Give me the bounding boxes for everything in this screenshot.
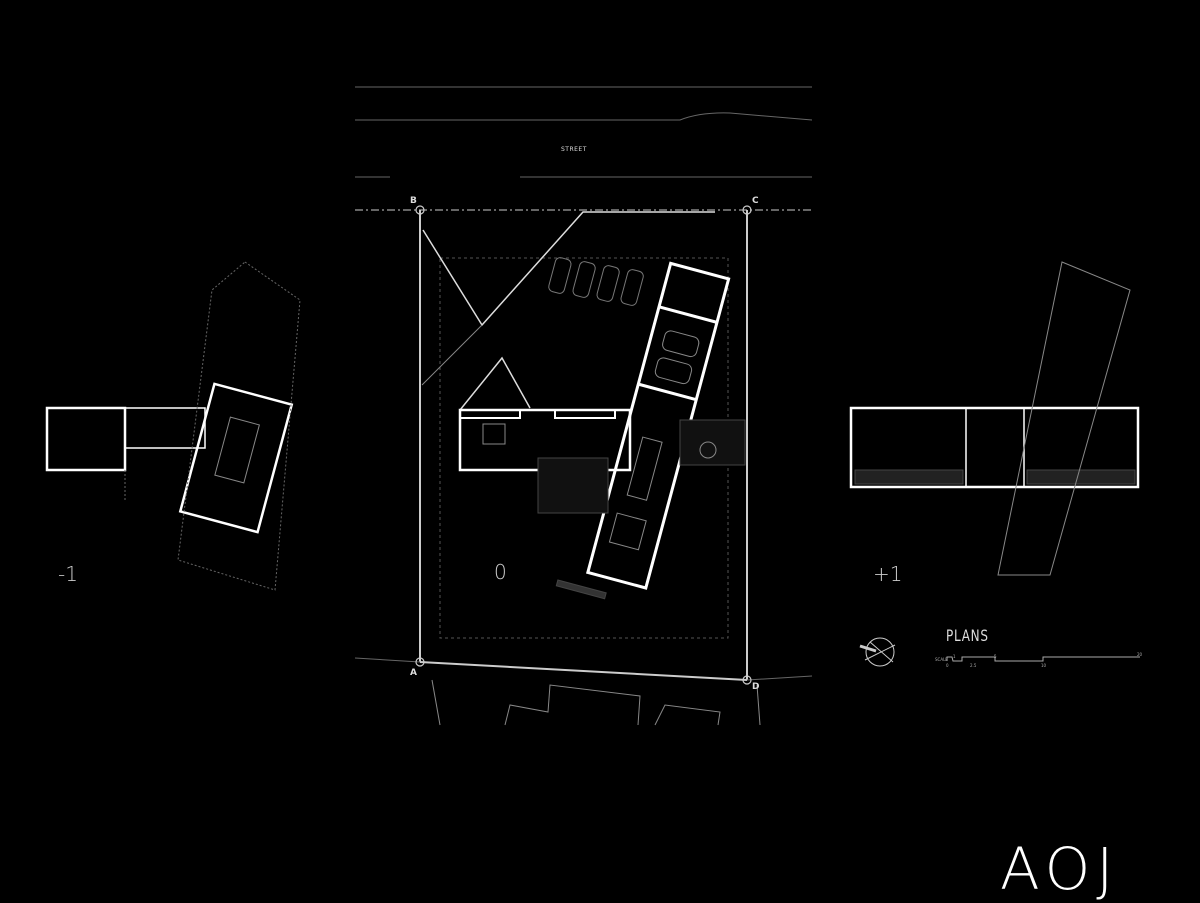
scale-label: SCALE	[935, 657, 948, 662]
parking-cars	[548, 257, 644, 306]
scale-tick: 20	[1137, 652, 1143, 657]
scale-tick: 5	[994, 654, 997, 659]
dining-table	[699, 441, 717, 459]
level-ground-label: 0	[494, 560, 507, 584]
scale-tick: 1	[953, 654, 956, 659]
point-b-label: B	[410, 196, 417, 206]
plans-title: PLANS	[946, 626, 989, 645]
north-arrow-icon	[859, 637, 896, 667]
driveway-walls	[421, 211, 715, 411]
level-upper-label: +1	[873, 562, 903, 586]
setback-lines	[439, 257, 729, 639]
neighbour-buildings	[431, 679, 761, 726]
point-d-label: D	[752, 682, 760, 692]
upper-roof-outline	[997, 261, 1131, 576]
scale-tick: 0	[946, 663, 949, 668]
street-label: STREET	[561, 146, 587, 153]
upper-floor-plan	[849, 406, 1140, 489]
grid-markers	[415, 205, 752, 685]
point-c-label: C	[752, 196, 759, 206]
point-a-label: A	[410, 668, 417, 678]
scale-tick: 10	[1041, 663, 1047, 668]
street-lines	[355, 86, 813, 178]
terrace	[537, 419, 746, 514]
aoj-logo: AOJ	[1000, 835, 1120, 903]
level-basement-label: -1	[58, 562, 78, 586]
basement-outline	[124, 261, 301, 591]
scale-tick: 2.5	[970, 663, 977, 668]
scale-bar	[946, 656, 1140, 662]
property-boundary	[354, 209, 813, 681]
basement-plan	[45, 382, 294, 534]
